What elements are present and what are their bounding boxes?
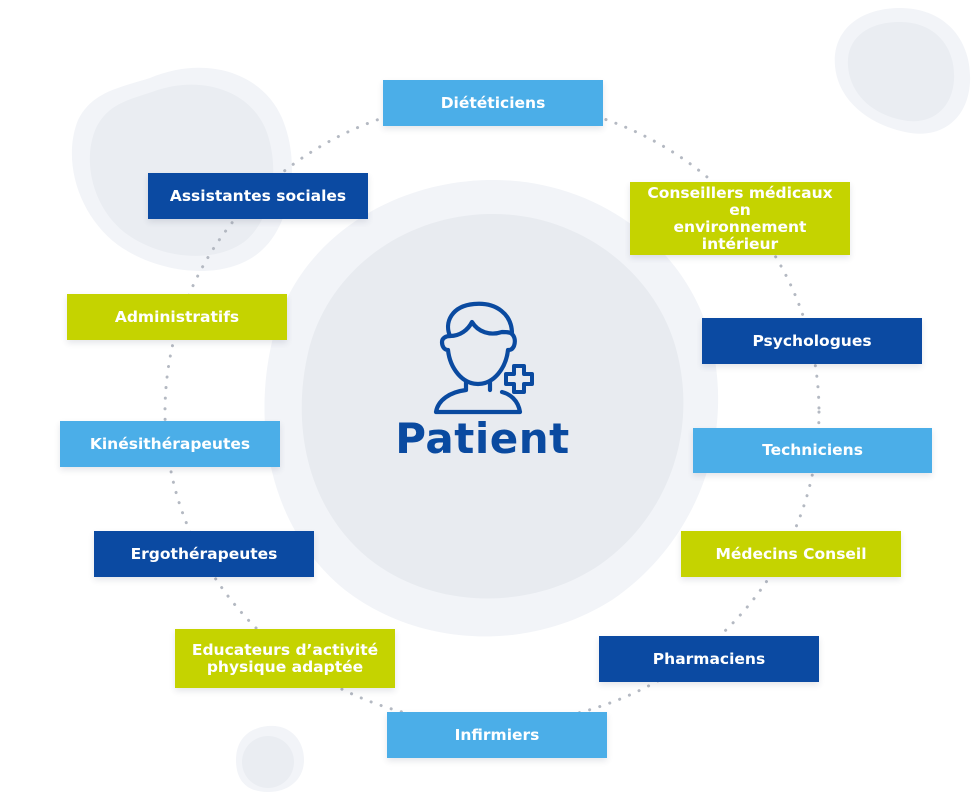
- node-psychologues: Psychologues: [702, 318, 922, 364]
- node-label: Kinésithérapeutes: [89, 434, 251, 453]
- node-label: Infirmiers: [454, 725, 540, 744]
- node-assistantes-sociales: Assistantes sociales: [148, 173, 368, 219]
- patient-label: Patient: [395, 414, 570, 463]
- node-label: Assistantes sociales: [169, 186, 347, 205]
- background-blob-top-right-inner: [847, 22, 955, 122]
- node-educateurs: Educateurs d’activité physique adaptée: [175, 629, 395, 688]
- node-label: Educateurs d’activité physique adaptée: [191, 640, 379, 676]
- node-conseillers-medicaux: Conseillers médicaux en environnement in…: [630, 182, 850, 255]
- node-ergotherapeutes: Ergothérapeutes: [94, 531, 314, 577]
- node-administratifs: Administratifs: [67, 294, 287, 340]
- node-label: Administratifs: [114, 307, 240, 326]
- node-label: Psychologues: [752, 331, 872, 350]
- node-label: Conseillers médicaux en environnement in…: [647, 183, 833, 253]
- node-label: Diététiciens: [440, 93, 546, 112]
- node-pharmaciens: Pharmaciens: [599, 636, 819, 682]
- node-kinesitherapeutes: Kinésithérapeutes: [60, 421, 280, 467]
- node-label: Ergothérapeutes: [130, 544, 278, 563]
- node-label: Médecins Conseil: [715, 544, 867, 563]
- node-medecins-conseil: Médecins Conseil: [681, 531, 901, 577]
- background-blob-bottom-inner: [242, 736, 294, 788]
- node-dieteticiens: Diététiciens: [383, 80, 603, 126]
- node-label: Pharmaciens: [652, 649, 766, 668]
- node-techniciens: Techniciens: [693, 428, 932, 473]
- node-label: Techniciens: [762, 441, 863, 459]
- central-blob: [301, 213, 684, 599]
- node-infirmiers: Infirmiers: [387, 712, 607, 758]
- patient-plus-icon: [433, 301, 534, 415]
